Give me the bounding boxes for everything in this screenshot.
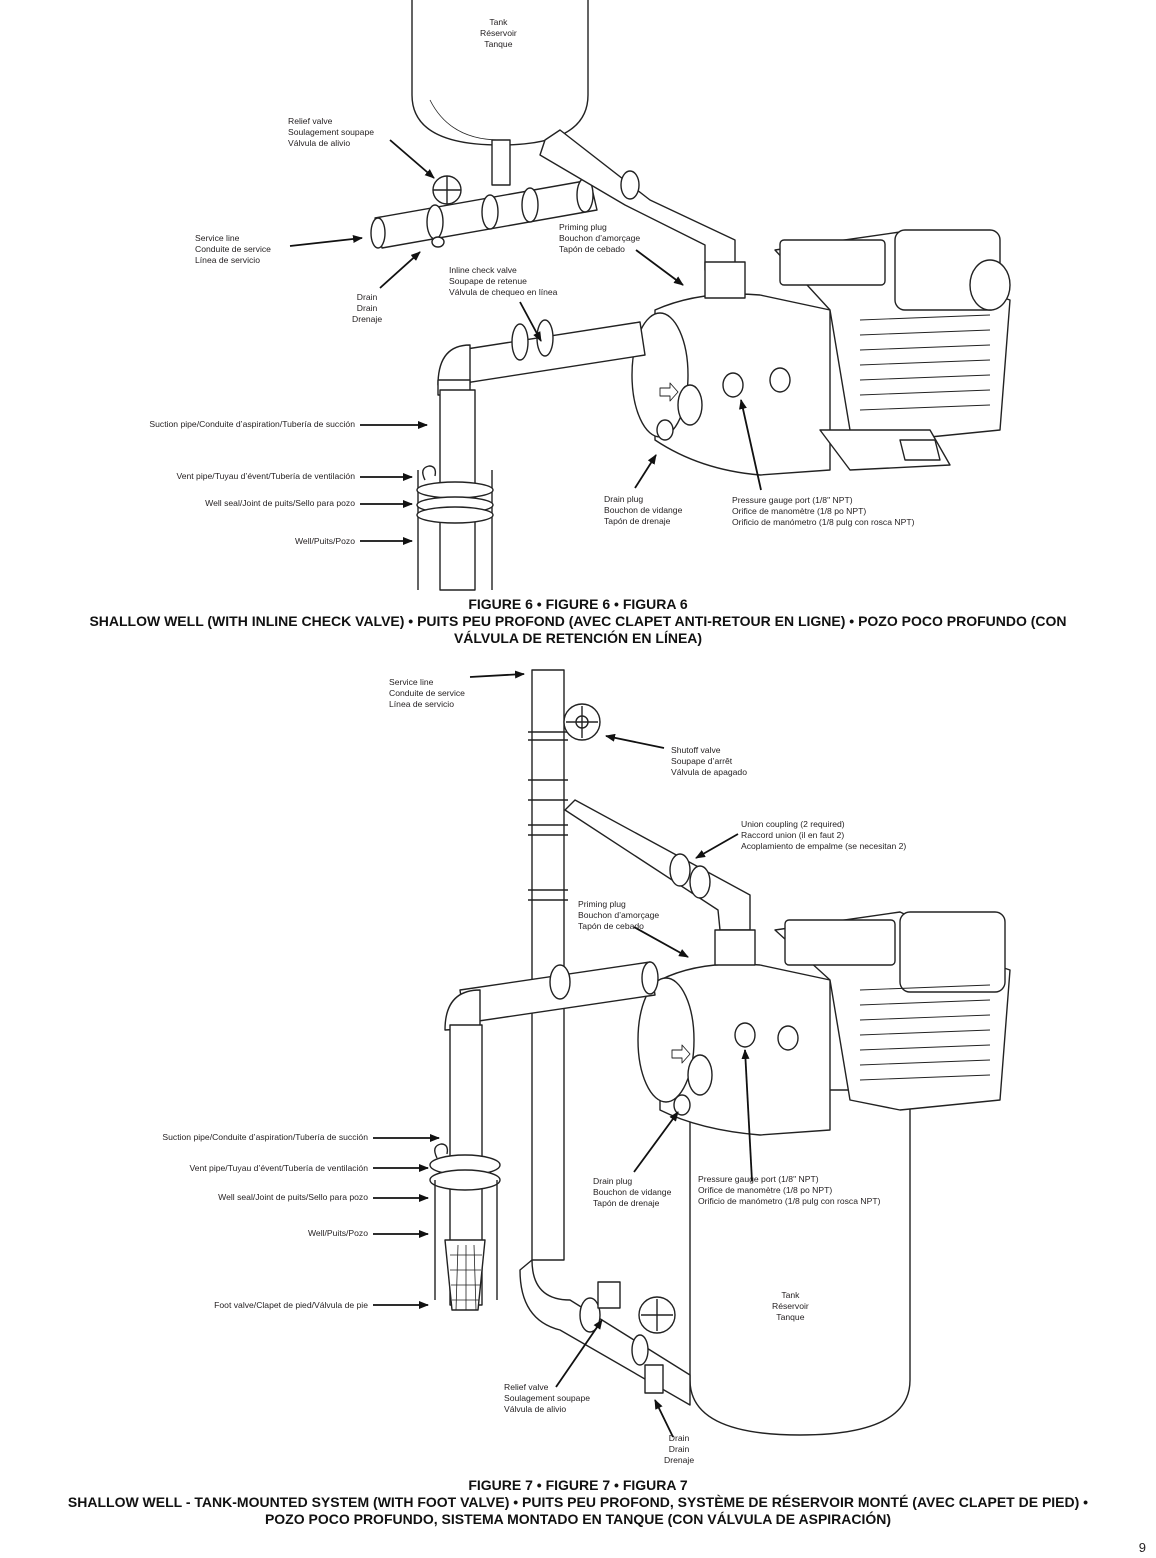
- label-line: Drenaje: [664, 1455, 695, 1466]
- label-line: Tanque: [776, 1312, 805, 1323]
- fig6-tank-label: Tank Réservoir Tanque: [480, 17, 517, 51]
- fig6-priming-plug-label: Priming plug Bouchon d’amorçage Tapón de…: [559, 222, 640, 256]
- label-line: Válvula de apagado: [671, 767, 747, 778]
- foot-valve-shape: [444, 1239, 486, 1311]
- label-line: Drain plug: [593, 1176, 633, 1186]
- tank-valve-wheel: [638, 1296, 676, 1334]
- label-line: Válvula de alivio: [288, 138, 351, 149]
- label-line: Tapón de drenaje: [604, 516, 671, 527]
- label-line: Orificio de manómetro (1/8 pulg con rosc…: [698, 1196, 881, 1207]
- label-line: Válvula de alivio: [504, 1404, 567, 1415]
- figure-7-illustration: [373, 669, 1011, 1438]
- fig7-service-line-label: Service line Conduite de service Línea d…: [389, 677, 465, 711]
- label-line: Soupape d’arrêt: [671, 756, 733, 767]
- caption-title: FIGURE 7 • FIGURE 7 • FIGURA 7: [468, 1477, 688, 1493]
- figure-6-illustration: [289, 0, 1011, 591]
- fig7-relief-valve-label: Relief valve Soulagement soupape Válvula…: [504, 1382, 590, 1416]
- label-line: Tank: [781, 1290, 800, 1300]
- fig7-drain-label: Drain Drain Drenaje: [664, 1433, 694, 1467]
- fig6-drain-label: Drain Drain Drenaje: [352, 292, 382, 326]
- pump-body: [637, 911, 1011, 1136]
- label-line: Drain: [668, 1433, 690, 1443]
- label-line: Réservoir: [772, 1301, 809, 1312]
- label-line: Orificio de manómetro (1/8 pulg con rosc…: [732, 517, 915, 528]
- fig6-relief-valve-label: Relief valve Soulagement soupape Válvula…: [288, 116, 374, 150]
- caption-line: SHALLOW WELL - TANK-MOUNTED SYSTEM (WITH…: [67, 1494, 1089, 1510]
- fig6-suction-pipe-label: Suction pipe/Conduite d’aspiration/Tuber…: [149, 419, 355, 429]
- label-line: Shutoff valve: [671, 745, 721, 755]
- label-line: Drain: [668, 1444, 690, 1455]
- label-line: Union coupling (2 required): [741, 819, 845, 829]
- label-line: Drain: [356, 303, 378, 314]
- label-line: Orifice de manomètre (1/8 po NPT): [698, 1185, 833, 1196]
- fig7-pressure-gauge-label: Pressure gauge port (1/8" NPT) Orifice d…: [698, 1174, 880, 1208]
- fig7-vent-pipe-label: Vent pipe/Tuyau d’évent/Tubería de venti…: [189, 1163, 368, 1173]
- label-line: Service line: [389, 677, 434, 687]
- fig7-drain-plug-label: Drain plug Bouchon de vidange Tapón de d…: [593, 1176, 671, 1210]
- label-line: Drenaje: [352, 314, 383, 325]
- label-line: Bouchon d’amorçage: [559, 233, 641, 244]
- label-line: Bouchon d’amorçage: [578, 910, 660, 921]
- caption-line: POZO POCO PROFUNDO, SISTEMA MONTADO EN T…: [264, 1511, 892, 1527]
- fig6-service-line-label: Service line Conduite de service Línea d…: [195, 233, 271, 267]
- shutoff-valve-wheel: [563, 703, 601, 741]
- label-line: Relief valve: [288, 116, 333, 126]
- label-line: Réservoir: [480, 28, 517, 39]
- label-line: Tapón de cebado: [559, 244, 625, 255]
- label-line: Acoplamiento de empalme (se necesitan 2): [741, 841, 907, 852]
- caption-line: VÁLVULA DE RETENCIÓN EN LÍNEA): [453, 630, 703, 646]
- label-line: Línea de servicio: [389, 699, 454, 710]
- label-line: Soulagement soupape: [504, 1393, 591, 1404]
- fig7-well-seal-label: Well seal/Joint de puits/Sello para pozo: [218, 1192, 368, 1202]
- page-number: 9: [1138, 1540, 1146, 1555]
- figure-7-caption: FIGURE 7 • FIGURE 7 • FIGURA 7 SHALLOW W…: [0, 1477, 1156, 1528]
- fig6-inline-check-valve-label: Inline check valve Soupape de retenue Vá…: [449, 265, 557, 299]
- label-line: Service line: [195, 233, 240, 243]
- label-line: Válvula de chequeo en línea: [449, 287, 558, 298]
- figure-6-diagram: Tank Réservoir Tanque Relief valve Soula…: [0, 0, 1156, 591]
- label-line: Raccord union (il en faut 2): [741, 830, 845, 841]
- caption-title: FIGURE 6 • FIGURE 6 • FIGURA 6: [468, 596, 688, 612]
- label-line: Bouchon de vidange: [593, 1187, 672, 1198]
- label-line: Tank: [489, 17, 508, 27]
- fig7-priming-plug-label: Priming plug Bouchon d’amorçage Tapón de…: [578, 899, 659, 933]
- fig7-foot-valve-label: Foot valve/Clapet de pied/Válvula de pie: [214, 1300, 368, 1310]
- label-line: Conduite de service: [389, 688, 465, 699]
- fig6-well-seal-label: Well seal/Joint de puits/Sello para pozo: [205, 498, 355, 508]
- label-line: Inline check valve: [449, 265, 517, 275]
- label-line: Soupape de retenue: [449, 276, 527, 287]
- label-line: Soulagement soupape: [288, 127, 375, 138]
- fig6-vent-pipe-label: Vent pipe/Tuyau d’évent/Tubería de venti…: [176, 471, 355, 481]
- figure-7-diagram: Service line Conduite de service Línea d…: [0, 660, 1156, 1475]
- fig6-well-label: Well/Puits/Pozo: [294, 536, 355, 546]
- relief-valve-wheel: [432, 175, 462, 205]
- fig7-tank-label: Tank Réservoir Tanque: [772, 1290, 809, 1324]
- label-line: Priming plug: [578, 899, 626, 909]
- fig7-well-label: Well/Puits/Pozo: [307, 1228, 368, 1238]
- tank-shape: [689, 1089, 911, 1436]
- pump-body: [631, 229, 1011, 476]
- label-line: Relief valve: [504, 1382, 549, 1392]
- label-line: Pressure gauge port (1/8" NPT): [698, 1174, 819, 1184]
- fig6-drain-plug-label: Drain plug Bouchon de vidange Tapón de d…: [604, 494, 682, 528]
- label-line: Orifice de manomètre (1/8 po NPT): [732, 506, 867, 517]
- label-line: Bouchon de vidange: [604, 505, 683, 516]
- fig7-suction-pipe-label: Suction pipe/Conduite d’aspiration/Tuber…: [162, 1132, 368, 1142]
- label-line: Línea de servicio: [195, 255, 260, 266]
- label-line: Drain plug: [604, 494, 644, 504]
- caption-line: SHALLOW WELL (WITH INLINE CHECK VALVE) •…: [89, 613, 1067, 629]
- fig7-union-coupling-label: Union coupling (2 required) Raccord unio…: [741, 819, 906, 853]
- fig6-pressure-gauge-label: Pressure gauge port (1/8" NPT) Orifice d…: [732, 495, 914, 529]
- label-line: Tapón de cebado: [578, 921, 644, 932]
- label-line: Pressure gauge port (1/8" NPT): [732, 495, 853, 505]
- figure-6-caption: FIGURE 6 • FIGURE 6 • FIGURA 6 SHALLOW W…: [0, 596, 1156, 647]
- fig7-shutoff-valve-label: Shutoff valve Soupape d’arrêt Válvula de…: [671, 745, 747, 779]
- label-line: Drain: [356, 292, 378, 302]
- label-line: Conduite de service: [195, 244, 271, 255]
- label-line: Tanque: [484, 39, 513, 50]
- label-line: Priming plug: [559, 222, 607, 232]
- label-line: Tapón de drenaje: [593, 1198, 660, 1209]
